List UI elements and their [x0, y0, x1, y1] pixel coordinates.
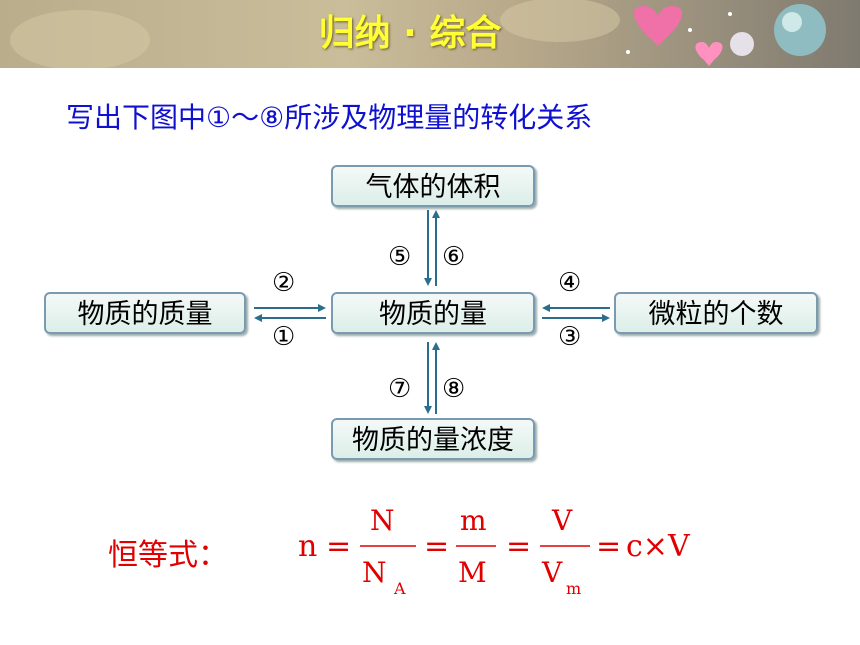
label-6: ⑥ [442, 242, 466, 272]
label-5: ⑤ [388, 242, 412, 272]
arrowhead [542, 304, 550, 312]
label-4: ④ [558, 268, 582, 298]
node-particles: 微粒的个数 [614, 292, 818, 334]
node-mass: 物质的质量 [44, 292, 246, 334]
eq-m-numerator: m [460, 504, 487, 537]
eq-Vm-sub: m [566, 579, 581, 598]
eq-equals-1: = [326, 529, 351, 564]
arrowhead [432, 210, 440, 218]
eq-N-numerator: N [370, 504, 395, 537]
eq-tail: c×V [626, 529, 691, 564]
arrowhead [424, 406, 432, 414]
arrowhead [254, 314, 262, 322]
title-banner: 归纳 · 综合 [0, 0, 860, 68]
node-gas-volume: 气体的体积 [331, 165, 535, 207]
label-8: ⑧ [442, 374, 466, 404]
eq-n: n [298, 529, 317, 564]
decor-blob [500, 0, 620, 42]
pearl-icon [730, 32, 754, 56]
heading-text: 写出下图中①～⑧所涉及物理量的转化关系 [66, 101, 593, 134]
eq-NA-sub: A [393, 579, 406, 598]
eq-NA-base: N [362, 556, 387, 589]
eq-equals-3: = [506, 529, 531, 564]
pearl-icon [782, 12, 802, 32]
eq-V-numerator: V [551, 504, 573, 537]
eq-equals-2: = [424, 529, 449, 564]
label-3: ③ [558, 322, 582, 352]
node-concentration: 物质的量浓度 [331, 418, 535, 460]
sparkle-icon [626, 50, 630, 54]
arrowhead [432, 342, 440, 350]
heart-icon [695, 42, 723, 66]
label-7: ⑦ [388, 374, 412, 404]
eq-Vm-base: V [541, 556, 563, 589]
eq-M-denominator: M [458, 556, 487, 589]
node-amount: 物质的量 [331, 292, 535, 334]
banner-title: 归纳 · 综合 [318, 13, 502, 54]
heart-icon [633, 6, 683, 46]
sparkle-icon [728, 12, 732, 16]
eq-equals-4: = [596, 529, 621, 564]
arrowhead [424, 278, 432, 286]
sparkle-icon [688, 28, 692, 32]
banner-decoration [10, 0, 826, 68]
label-1: ① [272, 322, 296, 352]
label-2: ② [272, 268, 296, 298]
arrowhead [318, 304, 326, 312]
arrowhead [602, 314, 610, 322]
identity-label: 恒等式： [108, 538, 228, 573]
decor-blob [10, 10, 150, 68]
